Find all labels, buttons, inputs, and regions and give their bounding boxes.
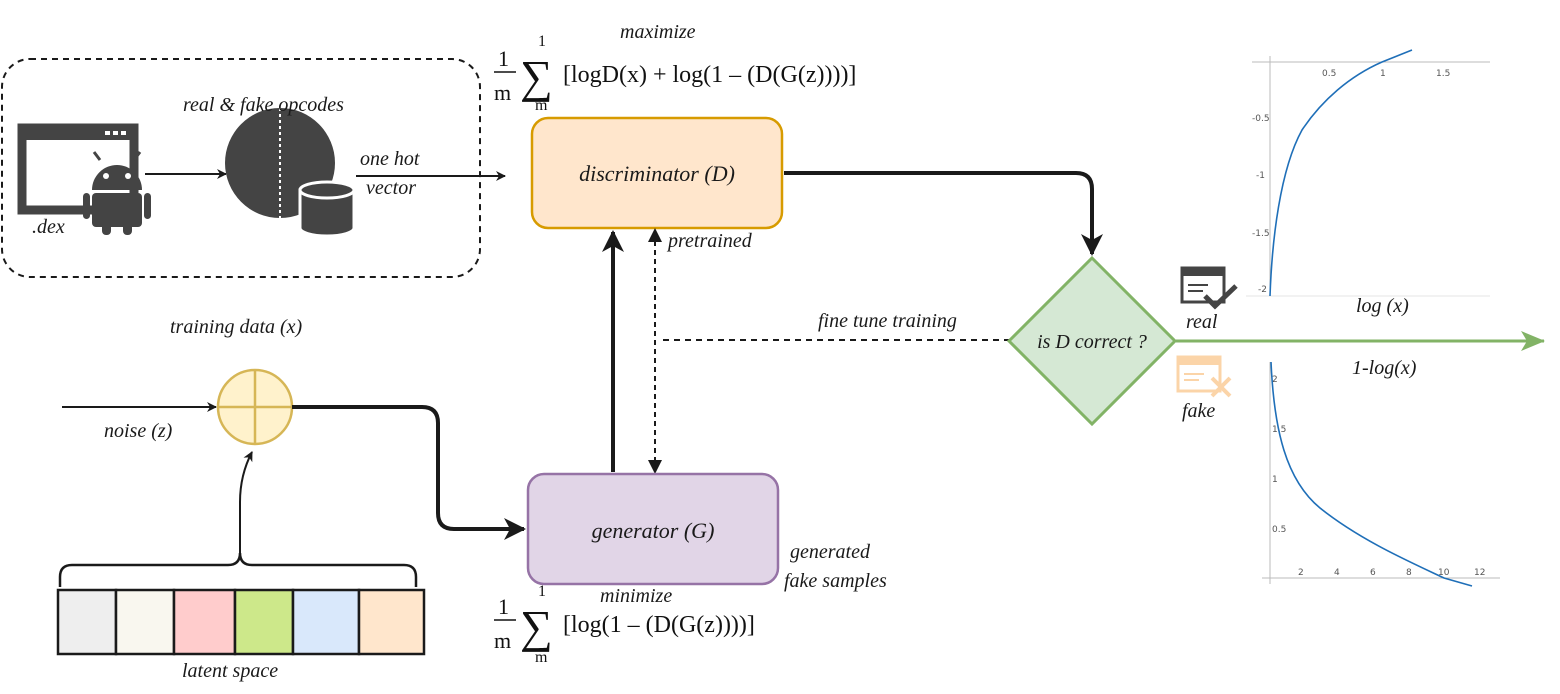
generator-box[interactable] (526, 472, 780, 586)
latent-to-sum-arrow (239, 451, 253, 553)
fine-tune-label: fine tune training (818, 310, 957, 332)
svg-text:6: 6 (1370, 568, 1376, 578)
svg-text:2: 2 (1272, 375, 1278, 385)
svg-text:-2: -2 (1258, 285, 1267, 295)
minimize-label: minimize (600, 585, 672, 607)
fake-label: fake (1182, 400, 1215, 422)
svg-text:-0.5: -0.5 (1252, 114, 1270, 124)
svg-text:1: 1 (1272, 475, 1278, 485)
svg-text:m: m (535, 97, 548, 114)
latent-cell (172, 588, 237, 656)
svg-text:1: 1 (498, 46, 509, 71)
dex-label: .dex (32, 216, 65, 238)
svg-text:-1.5: -1.5 (1252, 229, 1270, 239)
fake-x-icon (1176, 355, 1232, 398)
svg-text:m: m (494, 80, 511, 105)
svg-text:4: 4 (1334, 568, 1340, 578)
svg-text:12: 12 (1474, 568, 1485, 578)
sum-node (216, 368, 294, 446)
sum-to-generator-arrow (292, 405, 526, 540)
svg-text:∑: ∑ (520, 601, 553, 652)
pretrained-label: pretrained (666, 230, 753, 252)
svg-text:10: 10 (1438, 568, 1450, 578)
maximize-formula: 1 m 1 ∑ m [logD(x) + log(1 – (D(G(z))))] (494, 33, 856, 114)
latent-cell (291, 588, 361, 656)
latent-cell (233, 588, 295, 656)
fake-samples-label: fake samples (784, 570, 887, 592)
svg-text:-1: -1 (1256, 171, 1265, 181)
svg-text:1: 1 (498, 594, 509, 619)
svg-text:1: 1 (1380, 69, 1386, 79)
latent-cell (56, 588, 118, 656)
one-minus-log-label: 1-log(x) (1352, 357, 1417, 379)
latent-space-label: latent space (182, 660, 278, 682)
svg-text:1.5: 1.5 (1436, 69, 1450, 79)
decision-label: is D correct ? (1037, 331, 1147, 353)
log-x-curve (1269, 49, 1413, 297)
discriminator-to-decision-arrow (784, 171, 1103, 256)
svg-text:m: m (494, 628, 511, 653)
decision-diamond[interactable] (1006, 255, 1178, 427)
noise-label: noise (z) (104, 420, 173, 442)
one-hot-label: one hot (360, 148, 420, 170)
svg-text:m: m (535, 649, 548, 666)
generator-label: generator (G) (592, 518, 715, 543)
log-x-plot: 0.5 1 1.5 -0.5 -1 -1.5 -2 (1246, 49, 1490, 297)
svg-text:0.5: 0.5 (1272, 525, 1286, 535)
svg-text:8: 8 (1406, 568, 1412, 578)
svg-text:[log(1 – (D(G(z))))]: [log(1 – (D(G(z))))] (563, 612, 755, 638)
vector-label: vector (366, 177, 416, 199)
one-minus-log-curve (1270, 361, 1473, 587)
latent-cell (114, 588, 176, 656)
latent-cell (357, 588, 426, 656)
svg-text:1: 1 (538, 33, 546, 50)
svg-text:1: 1 (538, 583, 546, 600)
generated-label: generated (790, 541, 871, 563)
discriminator-label: discriminator (D) (579, 161, 735, 186)
input-group-box (1, 58, 481, 278)
maximize-label: maximize (620, 21, 696, 43)
android-icon (83, 151, 151, 235)
log-x-label: log (x) (1356, 295, 1409, 317)
discriminator-box[interactable] (530, 116, 784, 230)
svg-text:0.5: 0.5 (1322, 69, 1336, 79)
svg-text:[logD(x) + log(1 – (D(G(z))))]: [logD(x) + log(1 – (D(G(z))))] (563, 62, 856, 88)
training-data-label: training data (x) (170, 316, 303, 338)
opcodes-label: real & fake opcodes (183, 94, 344, 116)
real-label: real (1186, 311, 1218, 333)
database-icon (225, 108, 356, 238)
latent-brace (58, 552, 418, 587)
latent-vector (56, 588, 426, 656)
one-minus-log-plot: 2 4 6 8 10 12 2 1.5 1 0.5 (1262, 361, 1500, 587)
real-check-icon (1180, 266, 1238, 310)
minimize-formula: 1 m 1 ∑ m [log(1 – (D(G(z))))] (494, 583, 755, 666)
svg-text:2: 2 (1298, 568, 1304, 578)
svg-text:∑: ∑ (520, 51, 553, 102)
